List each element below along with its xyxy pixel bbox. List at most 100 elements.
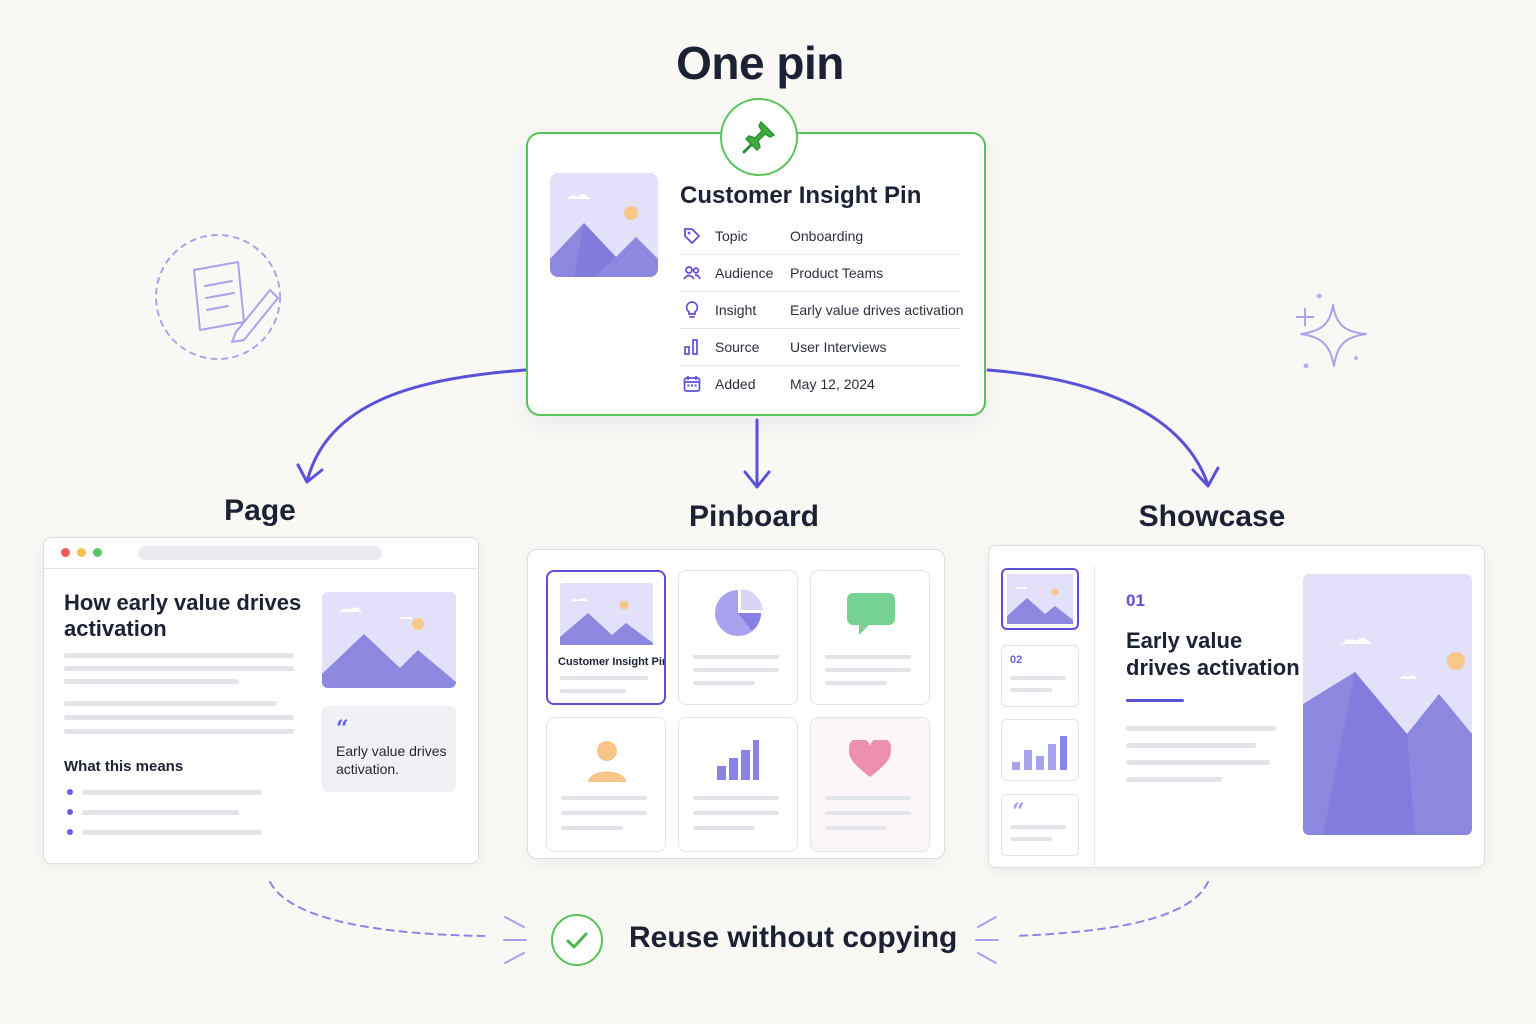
text-line-placeholder xyxy=(560,689,626,693)
text-line-placeholder xyxy=(825,655,911,659)
pin-row-value: May 12, 2024 xyxy=(790,376,875,392)
dashed-link-right xyxy=(1014,881,1209,937)
text-line-placeholder xyxy=(561,826,623,830)
showcase-thumb-3[interactable] xyxy=(1001,719,1079,781)
page-preview-card[interactable]: How early value drives activation What t… xyxy=(43,537,479,864)
pin-row-label: Topic xyxy=(715,228,748,244)
pinboard-tile-pie-chart[interactable] xyxy=(678,570,798,705)
divider xyxy=(1094,566,1095,866)
text-line-placeholder xyxy=(825,668,911,672)
showcase-thumb-1[interactable] xyxy=(1001,568,1079,630)
showcase-thumb-2[interactable]: 02 xyxy=(1001,645,1079,707)
pinboard-section-title: Pinboard xyxy=(688,500,820,533)
pinboard-tile-label: Customer Insight Pin xyxy=(558,656,666,668)
text-line-placeholder xyxy=(825,811,911,815)
slide-number: 01 xyxy=(1126,591,1145,610)
page-subheading: What this means xyxy=(64,758,184,775)
text-line-placeholder xyxy=(693,826,755,830)
text-line-placeholder xyxy=(1010,837,1052,841)
pin-row-label: Source xyxy=(715,339,760,355)
window-maximize-dot xyxy=(93,548,102,557)
arrow-to-page xyxy=(306,368,527,480)
browser-toolbar xyxy=(44,538,478,569)
text-line-placeholder xyxy=(560,676,648,680)
users-icon xyxy=(683,266,701,280)
text-line-placeholder xyxy=(64,729,294,734)
text-line-placeholder xyxy=(64,666,294,671)
page-quote-text: Early value drives activation. xyxy=(336,743,447,777)
window-close-dot xyxy=(61,548,70,557)
text-line-placeholder xyxy=(1126,726,1276,731)
text-line-placeholder xyxy=(64,715,294,720)
bar-chart-icon xyxy=(1012,736,1067,770)
page-hero-image xyxy=(322,592,456,688)
notes-pencil-icon xyxy=(155,234,281,360)
pin-row-label: Audience xyxy=(715,265,774,281)
calendar-icon xyxy=(683,376,701,392)
pin-row-insight: Insight Early value drives activation xyxy=(680,292,964,329)
showcase-preview-card[interactable]: 02 “ 01 Early value drives activation xyxy=(988,545,1485,868)
pin-row-added: Added May 12, 2024 xyxy=(680,366,960,402)
pin-row-label: Insight xyxy=(715,302,757,318)
text-line-placeholder xyxy=(561,796,647,800)
showcase-thumb-4[interactable]: “ xyxy=(1001,794,1079,856)
pin-row-value: User Interviews xyxy=(790,339,887,355)
text-line-placeholder xyxy=(64,701,277,706)
text-line-placeholder xyxy=(561,811,647,815)
checkmark-icon xyxy=(566,932,588,949)
text-line-placeholder xyxy=(1126,760,1270,765)
text-line-placeholder xyxy=(693,668,779,672)
text-line-placeholder xyxy=(82,810,239,815)
window-minimize-dot xyxy=(77,548,86,557)
pinboard-tile-comment[interactable] xyxy=(810,570,930,705)
slide-heading: Early value drives activation xyxy=(1126,628,1300,680)
page-quote-block: “ Early value drives activation. xyxy=(322,706,456,792)
pinboard-tile-heart[interactable] xyxy=(810,717,930,852)
lightbulb-icon xyxy=(685,301,699,318)
footer-tagline: Reuse without copying xyxy=(629,921,958,954)
sparkle-icon xyxy=(1296,304,1367,367)
main-title: One pin xyxy=(676,37,844,89)
text-line-placeholder xyxy=(82,830,262,835)
pin-row-topic: Topic Onboarding xyxy=(680,218,960,255)
text-line-placeholder xyxy=(64,679,239,684)
pinboard-tile-person[interactable] xyxy=(546,717,666,852)
pin-badge xyxy=(720,98,798,176)
pinboard-preview-card[interactable]: Customer Insight Pin xyxy=(527,549,945,859)
text-line-placeholder xyxy=(1126,743,1256,748)
pinboard-tile-bar-chart[interactable] xyxy=(678,717,798,852)
text-line-placeholder xyxy=(693,811,779,815)
text-line-placeholder xyxy=(1010,676,1066,680)
page-heading: How early value drives activation xyxy=(64,590,302,641)
quote-icon: “ xyxy=(336,716,349,742)
text-line-placeholder xyxy=(825,826,887,830)
text-line-placeholder xyxy=(825,796,911,800)
bullet xyxy=(67,809,73,815)
showcase-section-title: Showcase xyxy=(1138,500,1286,533)
bar-chart-icon xyxy=(717,740,759,780)
text-line-placeholder xyxy=(1126,777,1222,782)
pie-chart-icon xyxy=(715,589,763,636)
pin-row-source: Source User Interviews xyxy=(680,329,960,366)
pin-row-audience: Audience Product Teams xyxy=(680,255,960,292)
person-icon xyxy=(588,741,626,782)
bullet xyxy=(67,829,73,835)
tag-icon xyxy=(684,228,700,244)
heart-icon xyxy=(849,740,891,777)
text-line-placeholder xyxy=(693,655,779,659)
pushpin-icon xyxy=(742,121,775,154)
slide-number: 02 xyxy=(1010,654,1023,666)
text-line-placeholder xyxy=(825,681,887,685)
pin-thumbnail-image xyxy=(550,173,658,277)
chat-bubble-icon xyxy=(847,593,895,635)
pin-row-label: Added xyxy=(715,376,756,392)
image-icon xyxy=(1007,574,1073,624)
text-line-placeholder xyxy=(693,796,779,800)
heading-underline xyxy=(1126,699,1184,702)
image-icon xyxy=(560,583,653,645)
page-section-title: Page xyxy=(224,494,296,527)
text-line-placeholder xyxy=(64,653,294,658)
pinboard-tile-customer-insight[interactable]: Customer Insight Pin xyxy=(546,570,666,705)
bar-chart-icon xyxy=(684,339,698,355)
